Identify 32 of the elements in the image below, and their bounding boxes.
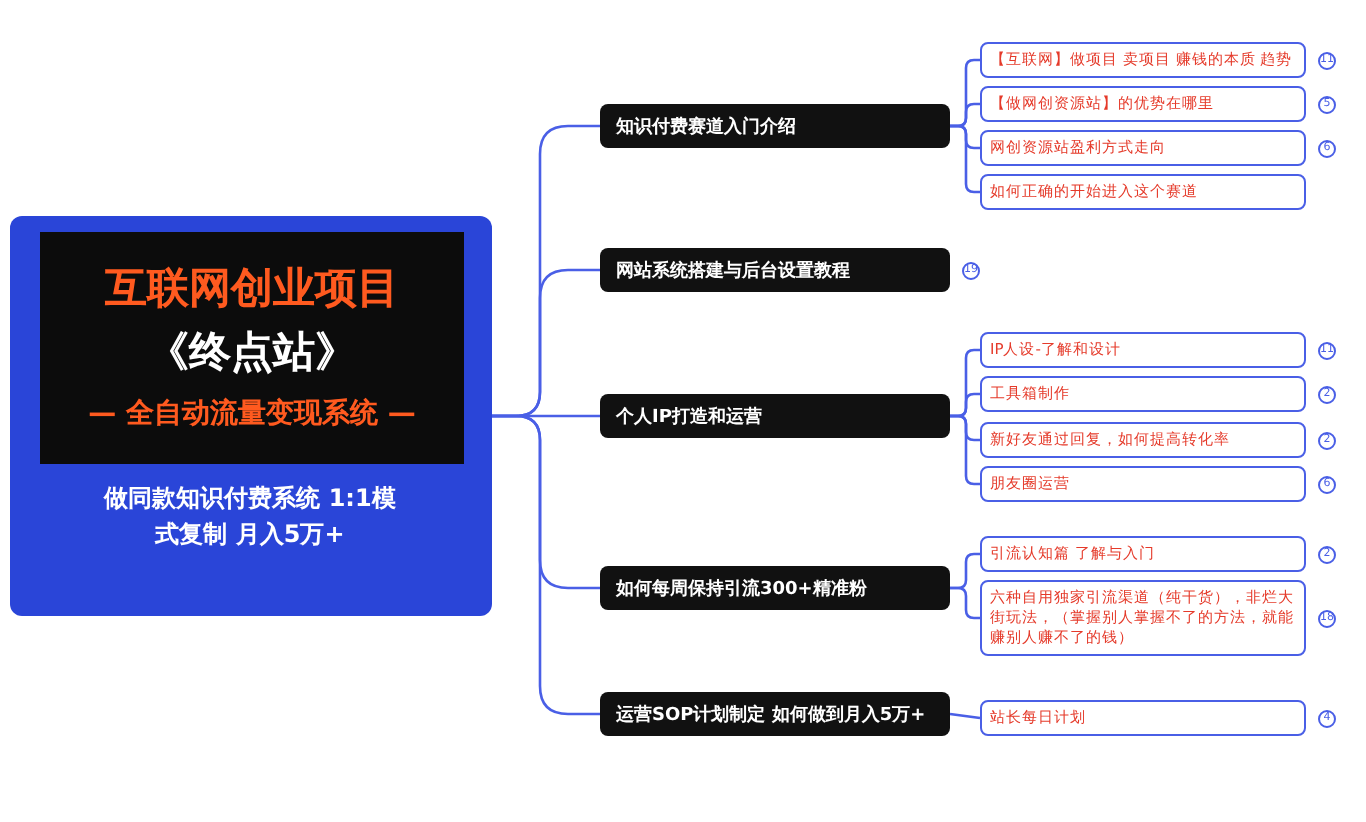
subtopic-box <box>980 86 1306 122</box>
subtopic-box <box>980 466 1306 502</box>
title-banner <box>40 232 464 464</box>
subtitle: — 全自动流量变现系统 — <box>86 396 418 432</box>
topic-label: 如何每周保持引流300+精准粉 <box>616 576 867 601</box>
subtopic-box <box>980 580 1306 656</box>
topic-label: 个人IP打造和运营 <box>616 404 762 429</box>
subtopic-box <box>980 376 1306 412</box>
topic-box <box>600 394 950 438</box>
subtopic-box <box>980 174 1306 210</box>
subtopic-box <box>980 332 1306 368</box>
topic-label: 知识付费赛道入门介绍 <box>616 114 796 139</box>
connector-line <box>950 124 980 194</box>
title-card <box>10 216 492 616</box>
subtopic-box <box>980 130 1306 166</box>
title: 互联网创业项目 <box>103 262 401 316</box>
topic-box <box>600 104 950 148</box>
subtopic-box <box>980 422 1306 458</box>
topic-label: 网站系统搭建与后台设置教程 <box>616 258 850 283</box>
topic-box <box>600 566 950 610</box>
connector-line <box>950 414 980 486</box>
subtopic-box <box>980 536 1306 572</box>
description: 做同款知识付费系统 1:1模式复制 月入5万+ <box>101 482 398 552</box>
connector-line <box>950 586 980 620</box>
topic-box <box>600 692 950 736</box>
topic-label: 运营SOP计划制定 如何做到月入5万+ <box>616 702 926 727</box>
subtopic-box <box>980 700 1306 736</box>
connector-line <box>949 712 981 720</box>
connector-line <box>492 414 600 716</box>
title: 《终点站》 <box>145 326 359 380</box>
topic-box <box>600 248 950 292</box>
subtopic-box <box>980 42 1306 78</box>
